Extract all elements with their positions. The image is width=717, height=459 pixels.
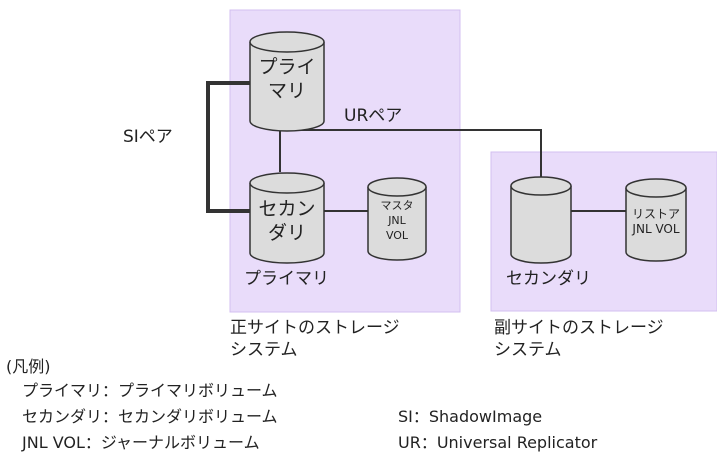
legend-item: JNL VOL：ジャーナルボリューム — [22, 433, 260, 452]
primary-region-label: プライマリ — [244, 269, 329, 289]
ur-pair-line — [279, 129, 542, 177]
si-primary-volume-cylinder — [249, 31, 325, 132]
secondary-region-label: セカンダリ — [506, 269, 591, 289]
legend-abbreviation: UR：Universal Replicator — [398, 433, 598, 452]
ur-pair-label: URペア — [344, 106, 403, 126]
master-journal-volume-label: マスタ JNL VOL — [380, 199, 414, 242]
master-journal-volume-cylinder — [367, 177, 427, 261]
legend-title: (凡例) — [6, 357, 51, 376]
si-secondary-volume-cylinder — [249, 172, 325, 264]
si-pair-bracket — [206, 81, 250, 213]
si-secondary-volume-label: セカン ダリ — [258, 198, 316, 244]
restore-journal-volume-label: リストア JNL VOL — [631, 207, 680, 236]
primary-site-caption: 正サイトのストレージ システム — [230, 318, 400, 360]
ur-secondary-volume-cylinder — [510, 176, 572, 264]
restore-journal-volume-cylinder — [625, 178, 687, 262]
legend-item: プライマリ：プライマリボリューム — [22, 381, 278, 400]
si-pair-label: SIペア — [123, 127, 173, 147]
legend-item: セカンダリ：セカンダリボリューム — [22, 407, 278, 426]
legend-abbreviation: SI：ShadowImage — [398, 407, 543, 426]
si-primary-volume-label: プライ マリ — [258, 56, 316, 102]
secondary-site-caption: 副サイトのストレージ システム — [494, 318, 664, 360]
